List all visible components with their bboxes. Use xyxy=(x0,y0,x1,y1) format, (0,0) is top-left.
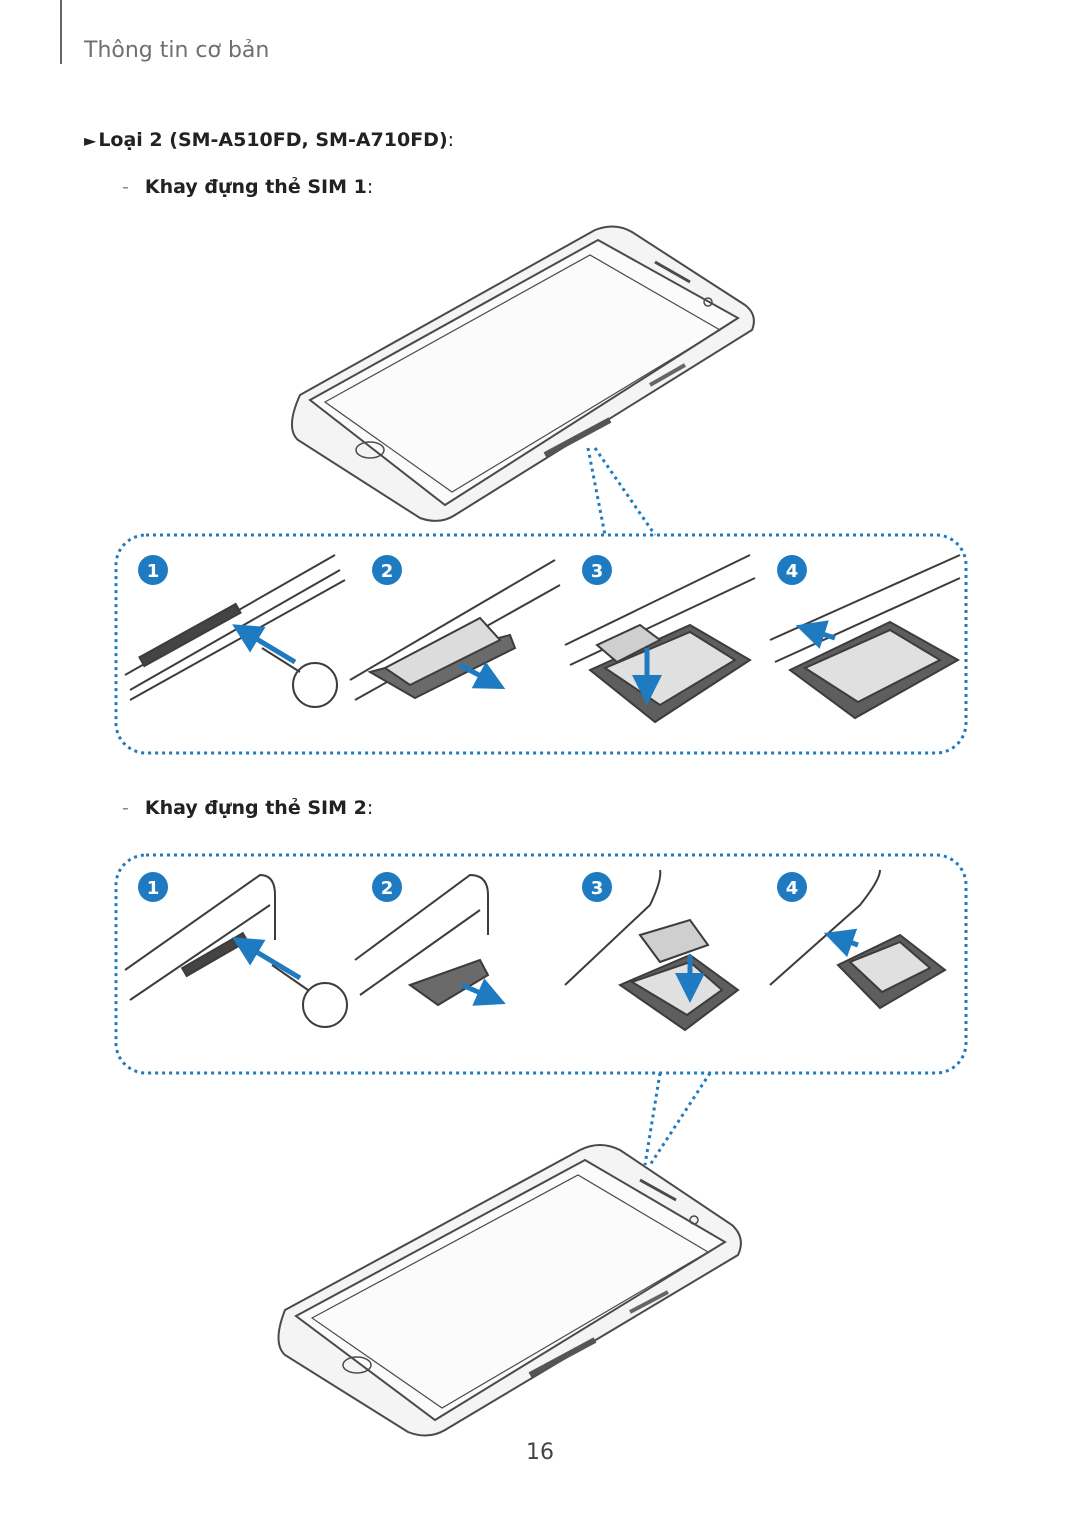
sim1-step-frame xyxy=(114,533,968,755)
sim2-label: Khay đựng thẻ SIM 2 xyxy=(144,797,367,819)
sim2-step-2-number: 2 xyxy=(381,878,394,899)
sim1-heading: -Khay đựng thẻ SIM 1: xyxy=(122,176,374,198)
sim1-step-4-badge xyxy=(777,555,807,585)
sim1-step-2-number: 2 xyxy=(381,561,394,582)
sim2-step-4-number: 4 xyxy=(786,878,799,899)
phone-top-illustration xyxy=(291,225,755,522)
sim1-step-3-number: 3 xyxy=(591,561,604,582)
sim2-step-1-number: 1 xyxy=(147,878,160,899)
model-heading: ►Loại 2 (SM-A510FD, SM-A710FD): xyxy=(84,129,455,151)
side-rule xyxy=(60,0,62,64)
sim2-step-4-badge xyxy=(777,872,807,902)
sim1-step-3-badge xyxy=(582,555,612,585)
sim1-step-badges: 1 2 3 4 xyxy=(138,555,807,585)
section-title: Thông tin cơ bản xyxy=(84,38,270,63)
sim2-step-3-number: 3 xyxy=(591,878,604,899)
sim2-step-frame xyxy=(114,853,968,1075)
sim2-step-1-badge xyxy=(138,872,168,902)
page-number: 16 xyxy=(526,1440,554,1465)
sim1-label: Khay đựng thẻ SIM 1 xyxy=(144,176,367,198)
sim1-step-2-badge xyxy=(372,555,402,585)
sim1-step-1-badge xyxy=(138,555,168,585)
sim2-heading: -Khay đựng thẻ SIM 2: xyxy=(122,797,374,819)
triangle-bullet-icon: ► xyxy=(84,131,97,150)
phone-bottom-illustration xyxy=(277,1144,742,1437)
model-heading-text: Loại 2 (SM-A510FD, SM-A710FD) xyxy=(98,129,448,151)
sim2-step-badges: 1 2 3 4 xyxy=(138,872,807,902)
sim1-step-1-number: 1 xyxy=(147,561,160,582)
sim2-step-3-badge xyxy=(582,872,612,902)
sim2-step-2-badge xyxy=(372,872,402,902)
sim1-step-4-number: 4 xyxy=(786,561,799,582)
